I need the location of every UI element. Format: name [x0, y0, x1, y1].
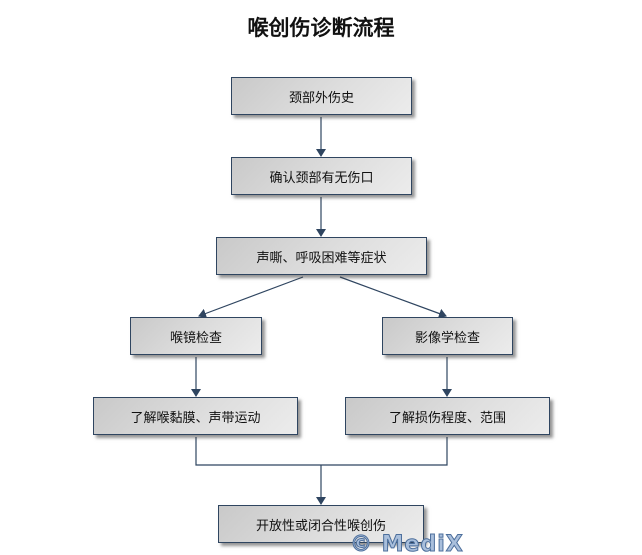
node-mucosa-vocal-cord: 了解喉黏膜、声带运动 — [93, 397, 298, 435]
diagram-title: 喉创伤诊断流程 — [247, 15, 395, 40]
node-laryngoscopy: 喉镜检查 — [130, 317, 262, 355]
arrow-3-4 — [198, 276, 304, 319]
node-imaging: 影像学检查 — [382, 317, 513, 355]
node-injury-extent: 了解损伤程度、范围 — [345, 397, 550, 435]
node-confirm-wound: 确认颈部有无伤口 — [231, 157, 412, 195]
merge-line — [195, 437, 448, 466]
node-diagnosis: 开放性或闭合性喉创伤 — [218, 505, 424, 543]
arrow-3-5 — [339, 276, 447, 319]
node-neck-injury-history: 颈部外伤史 — [231, 77, 412, 115]
watermark: © MediX — [350, 532, 464, 555]
node-symptoms: 声嘶、呼吸困难等症状 — [216, 237, 427, 275]
